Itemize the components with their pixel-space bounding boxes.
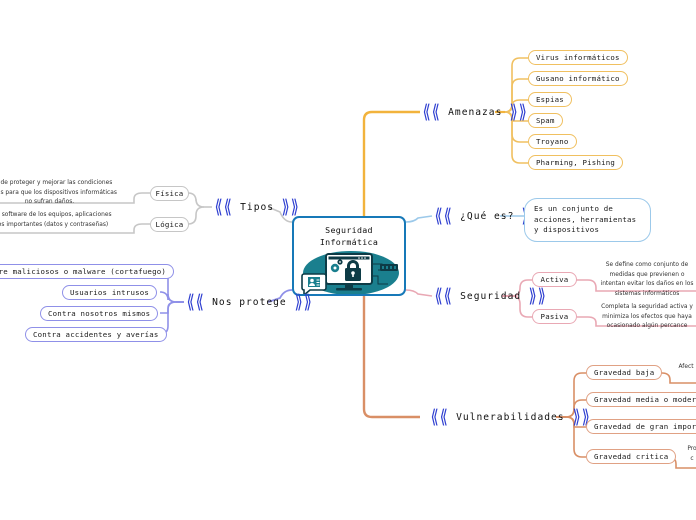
note-gravedad-baja: Afect bbox=[678, 364, 694, 370]
chevron-right-icon: ⟫⟫ bbox=[572, 406, 591, 428]
computer-security-illustration bbox=[301, 251, 399, 294]
branch-label-vulnerabilidades: Vulnerabilidades bbox=[456, 412, 565, 423]
chevron-left-icon: ⟪⟪ bbox=[434, 285, 453, 307]
node-gravedad-baja[interactable]: Gravedad baja bbox=[586, 365, 663, 380]
node-contra-accidentes[interactable]: Contra accidentes y averías bbox=[25, 327, 167, 342]
chevron-right-icon: ⟫⟫ bbox=[509, 101, 528, 123]
branch-title-vulnerabilidades[interactable]: ⟪⟪ Vulnerabilidades ⟫⟫ bbox=[428, 408, 593, 427]
node-tipo-fisica[interactable]: Física bbox=[150, 186, 189, 201]
branch-label-tipos: Tipos bbox=[240, 202, 275, 213]
node-spam[interactable]: Spam bbox=[528, 113, 563, 128]
branch-title-seguridad[interactable]: ⟪⟪ Seguridad ⟫⟫ bbox=[432, 287, 549, 306]
node-espias[interactable]: Espias bbox=[528, 92, 572, 107]
chevron-right-icon: ⟫⟫ bbox=[281, 196, 300, 218]
node-gravedad-critica[interactable]: Gravedad critica bbox=[586, 449, 677, 464]
node-usuarios-intrusos[interactable]: Usuarios intrusos bbox=[62, 285, 158, 300]
note-tipo-fisica: rata de proteger y mejorar las condicion… bbox=[0, 180, 117, 206]
chevron-left-icon: ⟪⟪ bbox=[422, 101, 441, 123]
node-tipo-logica[interactable]: Lógica bbox=[150, 217, 189, 232]
note-gravedad-critica: Pro c bbox=[687, 446, 696, 462]
note-seguridad-activa: Se define como conjunto de medidas que p… bbox=[600, 262, 694, 297]
chevron-right-icon: ⟫⟫ bbox=[528, 285, 547, 307]
node-software-malicioso[interactable]: are maliciosos o malware (cortafuego) bbox=[0, 264, 175, 279]
chevron-left-icon: ⟪⟪ bbox=[186, 291, 205, 313]
branch-title-amenazas[interactable]: ⟪⟪ Amenazas ⟫⟫ bbox=[420, 103, 531, 122]
central-node-title: Seguridad Informática bbox=[319, 225, 379, 248]
branch-title-tipos[interactable]: ⟪⟪ Tipos ⟫⟫ bbox=[212, 198, 302, 217]
note-seguridad-pasiva: Completa la seguridad activa y minimiza … bbox=[601, 304, 693, 330]
chevron-left-icon: ⟪⟪ bbox=[430, 406, 449, 428]
central-node[interactable]: Seguridad Informática bbox=[292, 216, 406, 296]
node-virus-informaticos[interactable]: Virus informáticos bbox=[528, 50, 628, 65]
branch-label-amenazas: Amenazas bbox=[448, 107, 503, 118]
node-pharming-pishing[interactable]: Pharming, Pishing bbox=[528, 155, 624, 170]
branch-title-nos-protege[interactable]: ⟪⟪ Nos protege ⟫⟫ bbox=[184, 293, 315, 312]
chevron-left-icon: ⟪⟪ bbox=[214, 196, 233, 218]
branch-label-que-es: ¿Qué es? bbox=[460, 211, 515, 222]
node-gusano-informatico[interactable]: Gusano informático bbox=[528, 71, 628, 86]
chevron-left-icon: ⟪⟪ bbox=[434, 205, 453, 227]
node-gravedad-media[interactable]: Gravedad media o moderada bbox=[586, 392, 696, 407]
node-contra-nosotros[interactable]: Contra nosotros mismos bbox=[40, 306, 159, 321]
node-que-es-definicion[interactable]: Es un conjunto de acciones, herramientas… bbox=[524, 198, 651, 243]
node-troyano[interactable]: Troyano bbox=[528, 134, 577, 149]
node-gravedad-gran-importancia[interactable]: Gravedad de gran importancia bbox=[586, 419, 696, 434]
branch-label-nos-protege: Nos protege bbox=[212, 297, 287, 308]
node-seguridad-activa[interactable]: Activa bbox=[532, 272, 577, 287]
note-tipo-logica: tege el software de los equipos, aplicac… bbox=[0, 212, 112, 228]
node-seguridad-pasiva[interactable]: Pasiva bbox=[532, 309, 577, 324]
chevron-right-icon: ⟫⟫ bbox=[294, 291, 313, 313]
branch-label-seguridad: Seguridad bbox=[460, 291, 522, 302]
